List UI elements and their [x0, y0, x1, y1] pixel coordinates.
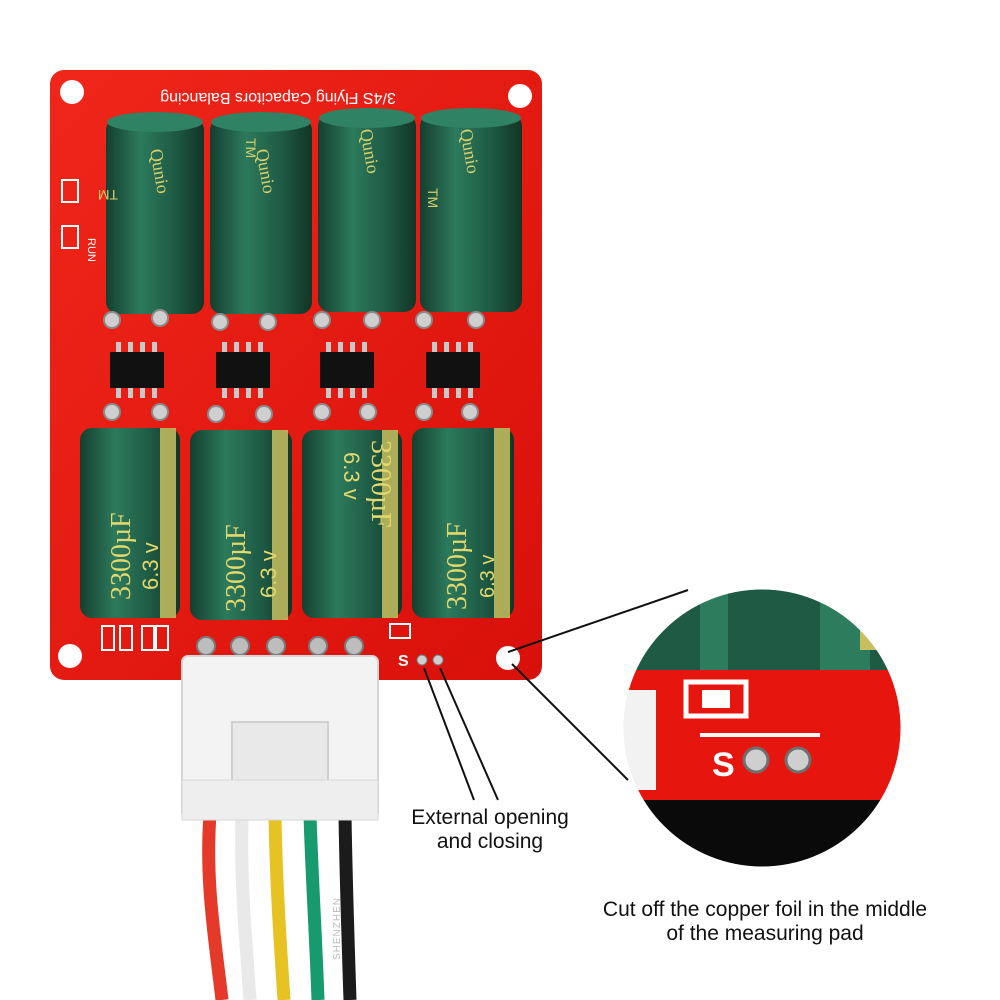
ic-chip [426, 342, 480, 398]
cap-value: 3300µF [221, 524, 252, 612]
solder-joints-top [103, 309, 485, 331]
zoom-test-pad-1 [742, 746, 770, 774]
pcb-board: 3/4S Flying Capacitors Balancing RUN Qun… [50, 70, 542, 680]
top-capacitor: Qunio [318, 108, 416, 312]
leader-lines [423, 589, 689, 801]
cap-voltage: 6.3 v [339, 452, 364, 500]
mount-hole-br [496, 646, 520, 670]
top-capacitor: Qunio TM [98, 112, 204, 314]
led-pad-2 [61, 225, 79, 249]
zoom-callout: S [620, 586, 904, 870]
wire-print-text: SHENZHEN [332, 897, 343, 960]
board-title: 3/4S Flying Capacitors Balancing [160, 89, 396, 106]
wire-red [202, 814, 229, 1000]
top-capacitor: Qunio TM [210, 112, 312, 314]
zoom-test-pad-2 [784, 746, 812, 774]
led-pad [61, 179, 79, 203]
bottom-capacitor: 3300µF 6.3 v [412, 428, 514, 618]
cap-voltage: 6.3 v [256, 550, 281, 598]
cap-value: 3300µF [106, 512, 137, 600]
solder-joints-mid [103, 403, 479, 423]
wire-green [303, 814, 325, 1000]
jst-connector [181, 655, 379, 821]
mount-hole-tl [60, 80, 84, 104]
run-label: RUN [85, 238, 97, 262]
cap-mark: TM [425, 188, 441, 208]
ic-chip [110, 342, 164, 398]
annotation-cut-foil: Cut off the copper foil in the middle of… [602, 898, 928, 945]
wire-white-outline [235, 814, 257, 1000]
wire-black [338, 814, 357, 1000]
annotation-external: External opening and closing [411, 806, 569, 853]
wire-yellow [268, 814, 291, 1000]
cap-value: 3300µF [365, 440, 396, 528]
zoom-pad-label: S [712, 746, 735, 784]
wire-harness: SHENZHEN [202, 814, 357, 1000]
cap-voltage: 6.3 v [138, 542, 163, 590]
cap-mark: TM [98, 187, 118, 203]
mount-hole-bl [58, 644, 82, 668]
bottom-capacitors: 3300µF 6.3 v 3300µF 6.3 v 3300µF 6.3 v 3… [80, 428, 514, 620]
bottom-capacitor: 3300µF 6.3 v [190, 430, 292, 620]
mount-hole-tr [508, 84, 532, 108]
ic-chip [216, 342, 270, 398]
test-pad-1 [416, 654, 428, 666]
bottom-capacitor: 3300µF 6.3 v [302, 430, 402, 618]
ic-chip [320, 342, 374, 398]
connector-pins [196, 636, 364, 656]
wire-white [235, 814, 257, 1000]
bottom-capacitor: 3300µF 6.3 v [80, 428, 180, 618]
ic-chips [110, 342, 480, 398]
smd-pads [101, 623, 411, 651]
cap-value: 3300µF [442, 522, 473, 610]
cap-mark: TM [243, 138, 259, 158]
pad-label: S [398, 653, 409, 670]
top-capacitor: Qunio TM [420, 108, 522, 312]
cap-voltage: 6.3 v [477, 555, 499, 598]
top-capacitors: Qunio TM Qunio TM Qunio Qunio TM [98, 108, 522, 314]
test-pad-2 [432, 654, 444, 666]
